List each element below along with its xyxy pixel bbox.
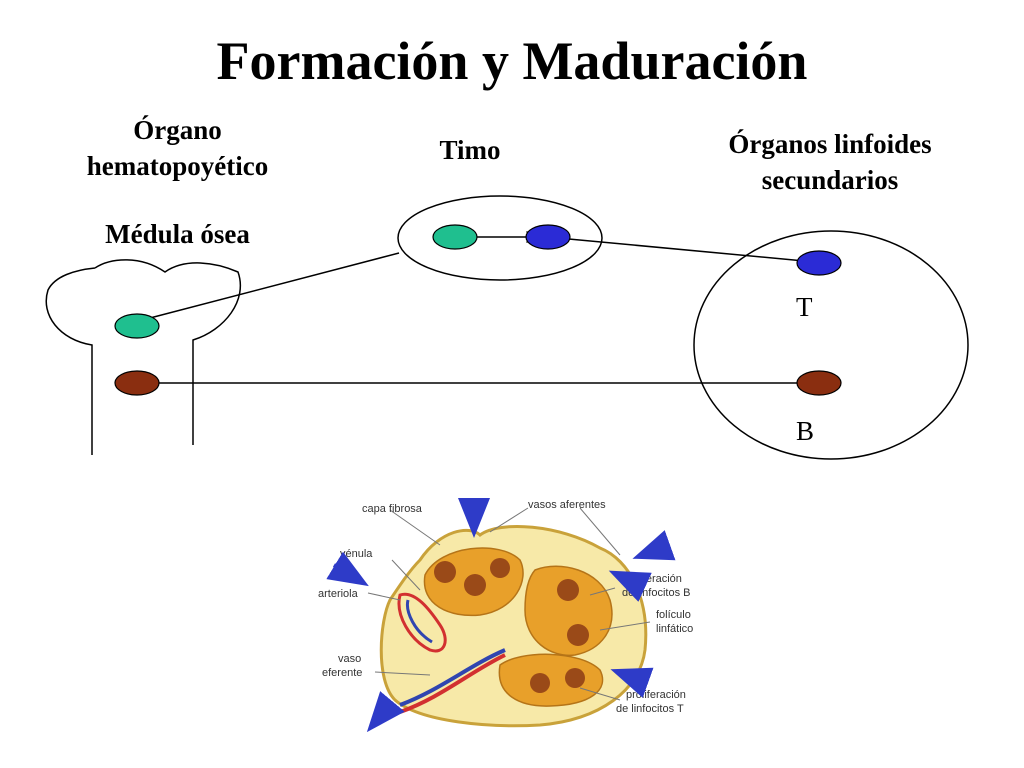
t-cell-label: T [796, 292, 813, 322]
label-prolif-t-1: proliferación [626, 689, 686, 701]
follicle-bottom [498, 653, 604, 707]
germinal-center [530, 673, 550, 693]
germinal-center [434, 561, 456, 583]
label-venula: vénula [340, 548, 373, 560]
germinal-center [490, 558, 510, 578]
bone-outline [45, 259, 242, 455]
efferent-vessels [399, 648, 506, 707]
leader-line [391, 559, 421, 591]
b-cell-label: B [796, 416, 815, 446]
leader-line [579, 687, 621, 701]
secondary-organ-circle [693, 230, 969, 460]
germinal-center [567, 624, 589, 646]
organ-label-line1: Órgano [133, 115, 222, 145]
secondary-t-cell [796, 250, 842, 276]
label-arteriola: arteriola [318, 588, 359, 600]
germinal-center [464, 574, 486, 596]
thymus-to-secondary-arrow [557, 237, 817, 267]
blue-arrow-icon [632, 530, 676, 561]
label-vaso-eferente-1: vaso [338, 653, 361, 665]
blue-arrow-icon [608, 570, 652, 602]
marrow-label: Médula ósea [105, 219, 250, 249]
arteriole-loop [397, 592, 447, 653]
follicle-right [524, 565, 613, 657]
label-capa-fibrosa: capa fibrosa [362, 503, 423, 515]
organ-label: Órgano hematopoyético [50, 112, 305, 184]
marrow-stem-cell [114, 313, 160, 339]
blue-arrow-icon [610, 667, 654, 698]
secondary-label-line2: secundarios [761, 165, 899, 195]
leader-line [389, 509, 441, 546]
secondary-organs-label: Órganos linfoides secundarios [680, 126, 980, 198]
leader-line [374, 671, 431, 676]
page-title: Formación y Maduración [216, 31, 808, 91]
label-foliculo-1: folículo [656, 609, 691, 621]
organ-label-line2: hematopoyético [86, 151, 269, 181]
leader-line [489, 507, 529, 533]
label-prolif-b-2: de linfocitos B [622, 587, 690, 599]
leader-line [367, 592, 401, 601]
blue-arrow-icon [366, 691, 405, 733]
label-vasos-aferentes: vasos aferentes [528, 499, 606, 511]
germinal-center [565, 668, 585, 688]
leader-line [599, 621, 651, 631]
marrow-to-thymus-line [149, 252, 400, 319]
thymus-stem-cell [432, 224, 478, 250]
marrow-b-cell [114, 370, 160, 396]
efferent-artery [399, 653, 506, 714]
blue-arrow-icon [326, 551, 369, 587]
thymus-t-cell [525, 224, 571, 250]
label-foliculo-2: linfático [656, 623, 693, 635]
label-vaso-eferente-2: eferente [322, 667, 362, 679]
secondary-b-cell [796, 370, 842, 396]
leader-line [579, 507, 621, 556]
germinal-center [557, 579, 579, 601]
venule-loop [405, 599, 433, 644]
thymus-label: Timo [439, 135, 501, 165]
thymus-ellipse [397, 195, 603, 281]
label-prolif-t-2: de linfocitos T [616, 703, 684, 715]
lymph-node-illustration: capa fibrosa vasos aferentes vénula arte… [318, 498, 693, 733]
secondary-label-line1: Órganos linfoides [728, 129, 932, 159]
